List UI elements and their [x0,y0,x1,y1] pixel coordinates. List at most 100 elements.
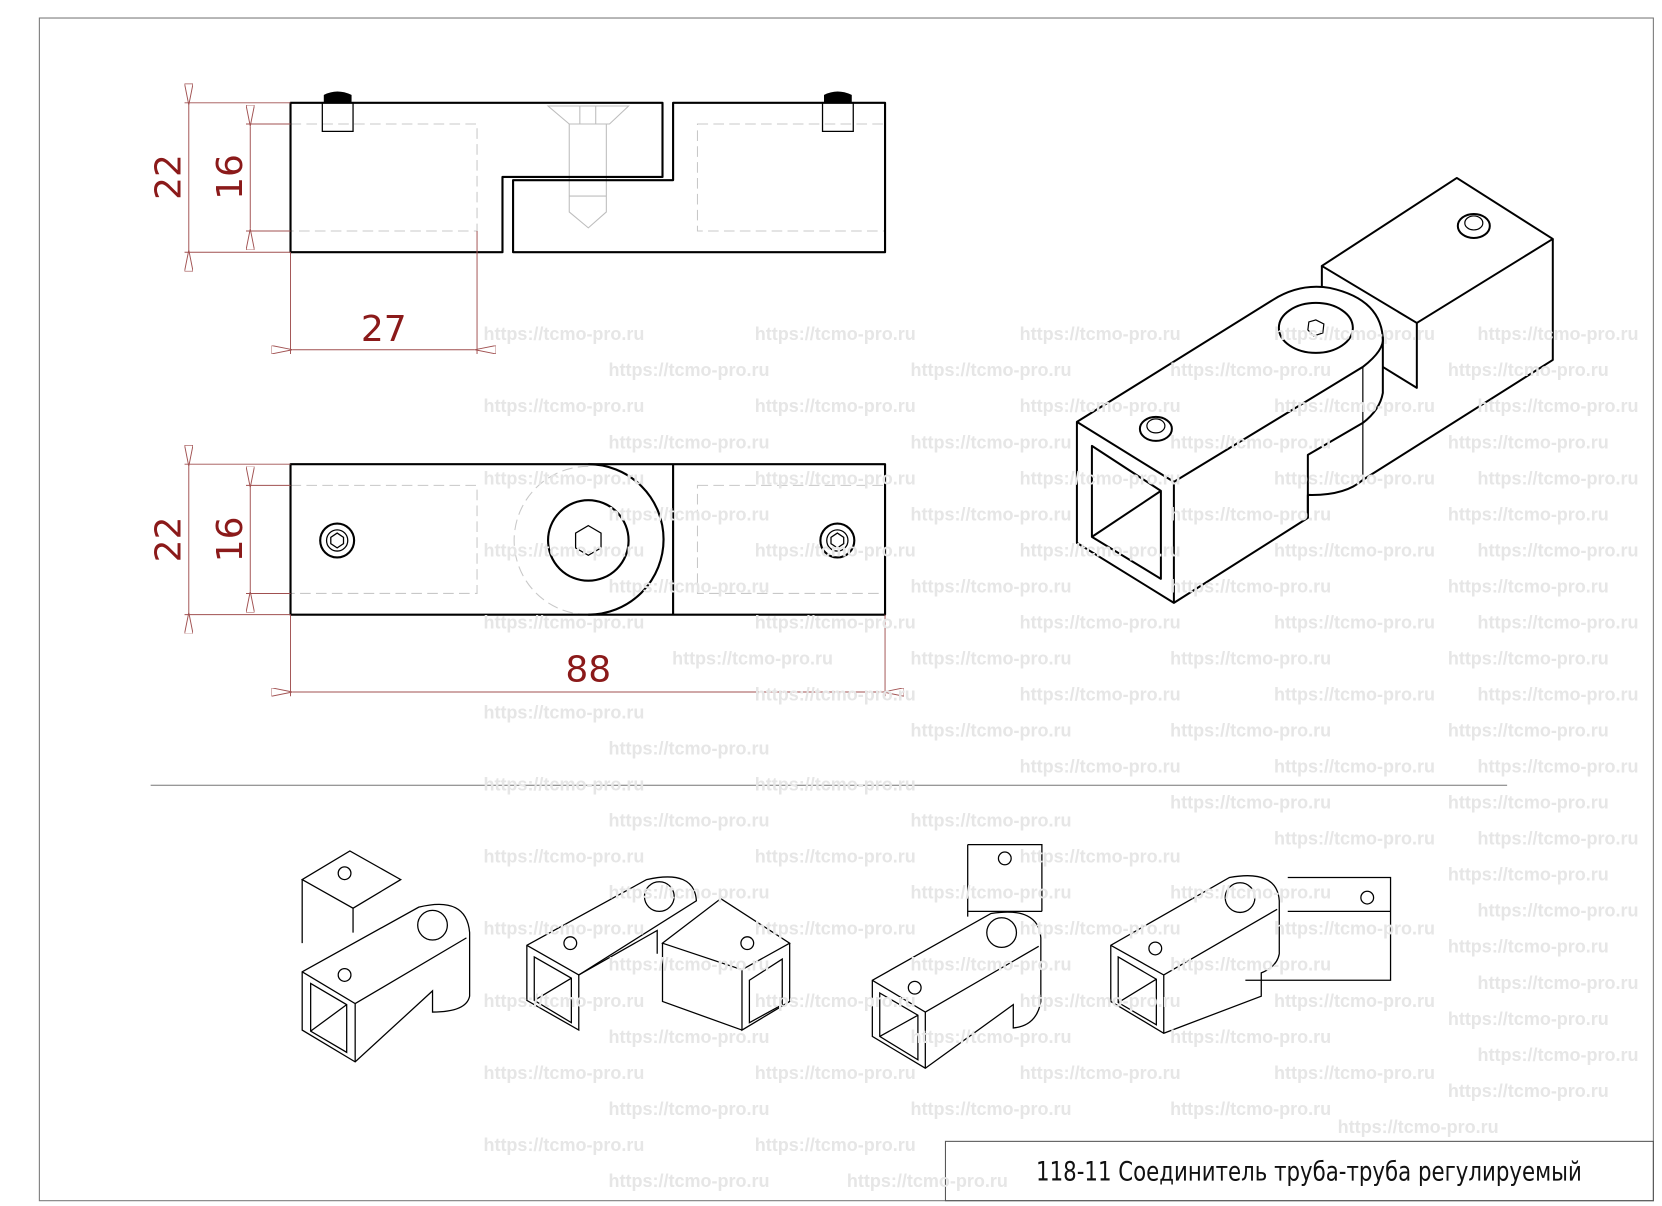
drawing-title: 118-11 Соединитель труба-труба регулируе… [1036,1157,1582,1188]
watermark-text: https://tcmo-pro.ru [483,1063,644,1083]
dimension-label: 27 [361,309,407,350]
watermark-text: https://tcmo-pro.ru [1274,468,1435,488]
watermark-text: https://tcmo-pro.ru [1020,540,1181,560]
dimension-label: 88 [565,649,611,690]
watermark-text: https://tcmo-pro.ru [1170,883,1331,903]
watermark-text: https://tcmo-pro.ru [1170,1027,1331,1047]
watermark-text: https://tcmo-pro.ru [1274,757,1435,777]
watermark-text: https://tcmo-pro.ru [755,847,916,867]
watermark-text: https://tcmo-pro.ru [1477,396,1638,416]
watermark-text: https://tcmo-pro.ru [609,1099,770,1119]
watermark-text: https://tcmo-pro.ru [1477,757,1638,777]
watermark-text: https://tcmo-pro.ru [1170,721,1331,741]
set-screw-icon [319,522,356,559]
front-view: 22 16 88 [148,464,885,696]
watermark-text: https://tcmo-pro.ru [1477,324,1638,344]
watermark-text: https://tcmo-pro.ru [1477,1045,1638,1065]
watermark-text: https://tcmo-pro.ru [1170,576,1331,596]
watermark-text: https://tcmo-pro.ru [1448,1081,1609,1101]
watermark-text: https://tcmo-pro.ru [609,1027,770,1047]
watermark-text: https://tcmo-pro.ru [1170,793,1331,813]
watermark-text: https://tcmo-pro.ru [1274,396,1435,416]
watermark-text: https://tcmo-pro.ru [1477,540,1638,560]
watermark-text: https://tcmo-pro.ru [1020,919,1181,939]
set-screw-icon [321,91,354,133]
watermark-text: https://tcmo-pro.ru [755,684,916,704]
watermark-text: https://tcmo-pro.ru [609,504,770,524]
watermark-text: https://tcmo-pro.ru [483,847,644,867]
watermark-text: https://tcmo-pro.ru [1448,1009,1609,1029]
watermark-text: https://tcmo-pro.ru [1274,991,1435,1011]
set-screw-icon [819,522,856,559]
watermark-text: https://tcmo-pro.ru [1170,648,1331,668]
watermark-text: https://tcmo-pro.ru [1274,612,1435,632]
watermark-text: https://tcmo-pro.ru [1170,955,1331,975]
watermark-text: https://tcmo-pro.ru [483,396,644,416]
watermark-text: https://tcmo-pro.ru [609,576,770,596]
watermark-text: https://tcmo-pro.ru [1448,360,1609,380]
watermark-text: https://tcmo-pro.ru [911,721,1072,741]
watermark-text: https://tcmo-pro.ru [483,324,644,344]
watermark-text: https://tcmo-pro.ru [609,360,770,380]
watermark-text: https://tcmo-pro.ru [911,360,1072,380]
hex-socket-icon [1307,319,1325,337]
watermark-text: https://tcmo-pro.ru [1020,468,1181,488]
watermark-text: https://tcmo-pro.ru [1020,684,1181,704]
watermark-text: https://tcmo-pro.ru [1020,847,1181,867]
watermark-text: https://tcmo-pro.ru [483,540,644,560]
watermark-text: https://tcmo-pro.ru [1274,1063,1435,1083]
watermark-text: https://tcmo-pro.ru [1338,1117,1499,1137]
watermark-text: https://tcmo-pro.ru [609,1171,770,1191]
watermark-text: https://tcmo-pro.ru [911,648,1072,668]
watermark-text: https://tcmo-pro.ru [1020,396,1181,416]
set-screw-icon [821,91,854,133]
watermark-text: https://tcmo-pro.ru [609,955,770,975]
watermark-text: https://tcmo-pro.ru [483,775,644,795]
watermark-text: https://tcmo-pro.ru [755,324,916,344]
watermark-text: https://tcmo-pro.ru [755,775,916,795]
watermark-text: https://tcmo-pro.ru [911,504,1072,524]
watermark-text: https://tcmo-pro.ru [672,648,833,668]
title-block: 118-11 Соединитель труба-труба регулируе… [944,1140,1654,1202]
watermark-text: https://tcmo-pro.ru [911,1027,1072,1047]
hex-socket-icon [574,524,602,557]
bolt-hidden [546,105,630,229]
dimension-label: 16 [210,516,251,562]
watermark-text: https://tcmo-pro.ru [911,883,1072,903]
watermark-text: https://tcmo-pro.ru [1448,432,1609,452]
watermark-text: https://tcmo-pro.ru [1170,360,1331,380]
isometric-view [1075,176,1554,604]
watermark-text: https://tcmo-pro.ru [1477,468,1638,488]
watermark-text: https://tcmo-pro.ru [911,811,1072,831]
watermark-text: https://tcmo-pro.ru [483,991,644,1011]
watermark-text: https://tcmo-pro.ru [911,1099,1072,1119]
watermark-text: https://tcmo-pro.ru [1477,973,1638,993]
watermark-text: https://tcmo-pro.ru [1477,829,1638,849]
watermark-layer: https://tcmo-pro.ru https://tcmo-pro.ru ht… [483,324,1638,1191]
watermark-text: https://tcmo-pro.ru [1274,829,1435,849]
watermark-text: https://tcmo-pro.ru [911,576,1072,596]
watermark-text: https://tcmo-pro.ru [609,432,770,452]
watermark-text: https://tcmo-pro.ru [755,991,916,1011]
configuration-thumbnail-3 [871,843,1043,1069]
dimension-label: 22 [148,516,189,562]
watermark-text: https://tcmo-pro.ru [911,432,1072,452]
set-screw-icon [1138,415,1173,442]
watermark-text: https://tcmo-pro.ru [1274,540,1435,560]
watermark-text: https://tcmo-pro.ru [1448,504,1609,524]
drawing-frame [38,17,1654,1202]
watermark-text: https://tcmo-pro.ru [1274,324,1435,344]
configuration-thumbnail-2 [526,876,791,1032]
watermark-text: https://tcmo-pro.ru [609,811,770,831]
watermark-text: https://tcmo-pro.ru [1020,612,1181,632]
dimension-label: 22 [148,154,189,200]
watermark-text: https://tcmo-pro.ru [1020,324,1181,344]
watermark-text: https://tcmo-pro.ru [755,919,916,939]
watermark-text: https://tcmo-pro.ru [1020,1063,1181,1083]
watermark-text: https://tcmo-pro.ru [1448,648,1609,668]
watermark-text: https://tcmo-pro.ru [847,1171,1008,1191]
configuration-thumbnail-4 [1110,875,1392,1034]
watermark-text: https://tcmo-pro.ru [609,739,770,759]
watermark-text: https://tcmo-pro.ru [1170,504,1331,524]
